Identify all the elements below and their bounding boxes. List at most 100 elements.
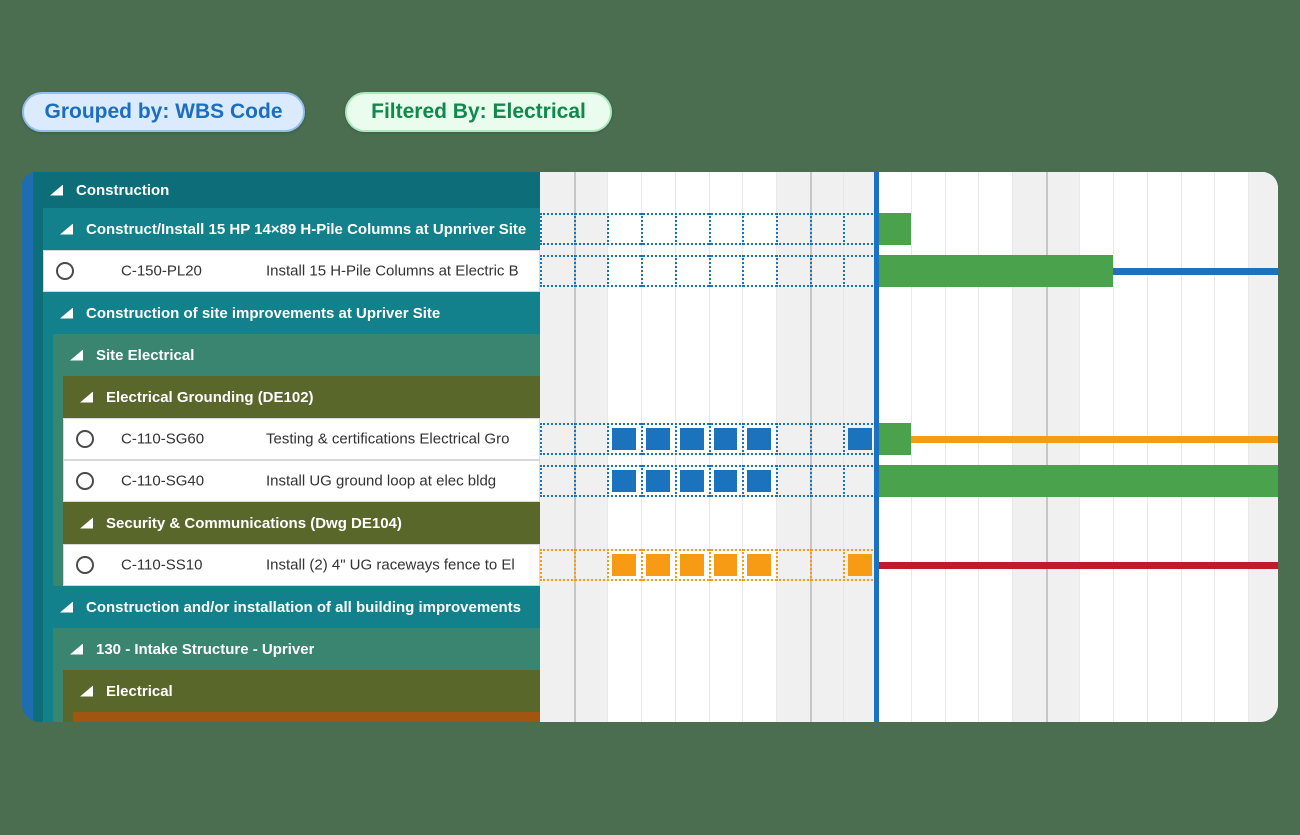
collapse-icon[interactable] xyxy=(80,685,93,697)
wbs-group-row-partial[interactable] xyxy=(73,712,540,722)
collapse-icon[interactable] xyxy=(70,349,83,361)
collapse-icon[interactable] xyxy=(50,184,63,196)
wbs-group-row[interactable]: Site Electrical xyxy=(53,334,540,376)
activity-id: C-110-SG40 xyxy=(121,472,205,490)
wbs-group-label: Construct/Install 15 HP 14×89 H-Pile Col… xyxy=(86,220,527,238)
baseline-cell-divider xyxy=(708,255,711,287)
day-gridline xyxy=(1180,172,1182,722)
activity-status-icon[interactable] xyxy=(56,262,74,280)
wbs-group-label: Security & Communications (Dwg DE104) xyxy=(106,514,402,532)
baseline-cell-divider xyxy=(573,549,576,581)
day-gridline xyxy=(1045,172,1048,722)
baseline-dotted-cells xyxy=(540,255,878,287)
wbs-group-label: Site Electrical xyxy=(96,346,195,364)
wbs-group-color-strip xyxy=(53,376,63,586)
activity-name: Testing & certifications Electrical Gro xyxy=(266,430,510,448)
collapse-icon[interactable] xyxy=(70,643,83,655)
baseline-cell-divider xyxy=(607,465,610,497)
baseline-dotted-cells xyxy=(540,423,878,455)
wbs-group-row[interactable]: Construct/Install 15 HP 14×89 H-Pile Col… xyxy=(43,208,540,250)
wbs-group-color-strip xyxy=(33,208,43,722)
grouped-by-badge-label: Grouped by: WBS Code xyxy=(44,100,283,123)
baseline-cell-divider xyxy=(674,213,677,245)
collapse-icon[interactable] xyxy=(80,517,93,529)
wbs-group-row[interactable]: Security & Communications (Dwg DE104) xyxy=(63,502,540,544)
wbs-group-row[interactable]: Electrical xyxy=(63,670,540,712)
day-gridline xyxy=(978,172,980,722)
wbs-group-label: Electrical Grounding (DE102) xyxy=(106,388,314,406)
activity-name: Install (2) 4" UG raceways fence to El xyxy=(266,556,515,574)
baseline-filled-cell xyxy=(713,554,738,576)
activity-status-icon[interactable] xyxy=(76,556,94,574)
wbs-group-label: Construction xyxy=(76,181,170,199)
wbs-group-color-strip xyxy=(43,334,53,586)
gantt-bar[interactable] xyxy=(877,255,1114,287)
gantt-chart-area[interactable] xyxy=(540,172,1278,722)
grouped-by-badge[interactable]: Grouped by: WBS Code xyxy=(22,92,305,132)
remaining-duration-line[interactable] xyxy=(1113,267,1278,275)
gantt-bar[interactable] xyxy=(877,465,1278,497)
wbs-group-label: Construction of site improvements at Upr… xyxy=(86,304,441,322)
baseline-cell-divider xyxy=(641,213,644,245)
baseline-cell-divider xyxy=(641,465,644,497)
activity-status-icon[interactable] xyxy=(76,472,94,490)
day-gridline xyxy=(1079,172,1081,722)
wbs-group-color-strip xyxy=(63,712,73,722)
baseline-cell-divider xyxy=(843,213,846,245)
wbs-group-row[interactable]: 130 - Intake Structure - Upriver xyxy=(53,628,540,670)
task-row-C-150-PL20[interactable]: C-150-PL20 Install 15 H-Pile Columns at E… xyxy=(43,250,540,292)
baseline-cell-divider xyxy=(843,423,846,455)
baseline-dotted-cells xyxy=(540,465,878,497)
baseline-filled-cell xyxy=(612,554,637,576)
baseline-cell-divider xyxy=(708,213,711,245)
filtered-by-badge-label: Filtered By: Electrical xyxy=(371,100,586,123)
wbs-group-label: 130 - Intake Structure - Upriver xyxy=(96,640,315,658)
day-gridline xyxy=(910,172,912,722)
task-row-C-110-SG40[interactable]: C-110-SG40 Install UG ground loop at elec… xyxy=(63,460,540,502)
baseline-cell-divider xyxy=(674,549,677,581)
day-gridline xyxy=(1113,172,1115,722)
baseline-cell-divider xyxy=(607,255,610,287)
baseline-cell-divider xyxy=(843,255,846,287)
baseline-cell-divider xyxy=(742,549,745,581)
gantt-bar[interactable] xyxy=(877,213,911,245)
remaining-duration-line[interactable] xyxy=(910,435,1278,443)
collapse-icon[interactable] xyxy=(60,307,73,319)
activity-id: C-110-SG60 xyxy=(121,430,205,448)
weekend-shade-column xyxy=(573,172,608,722)
baseline-cell-divider xyxy=(775,255,778,287)
activity-name: Install 15 H-Pile Columns at Electric B xyxy=(266,262,519,280)
baseline-cell-divider xyxy=(843,549,846,581)
weekend-shade-column xyxy=(1247,172,1278,722)
baseline-cell-divider xyxy=(607,423,610,455)
baseline-cell-divider xyxy=(809,255,812,287)
wbs-group-row[interactable]: Construction and/or installation of all … xyxy=(43,586,540,628)
baseline-dotted-cells xyxy=(540,549,878,581)
gantt-bar[interactable] xyxy=(877,423,911,455)
activity-id: C-150-PL20 xyxy=(121,262,202,280)
baseline-filled-cell xyxy=(713,470,738,492)
baseline-dotted-cells xyxy=(540,213,878,245)
task-row-C-110-SG60[interactable]: C-110-SG60 Testing & certifications Elect… xyxy=(63,418,540,460)
project-color-strip xyxy=(22,172,33,722)
baseline-cell-divider xyxy=(708,465,711,497)
wbs-group-row[interactable]: Construction of site improvements at Upr… xyxy=(43,292,540,334)
activity-status-icon[interactable] xyxy=(76,430,94,448)
baseline-cell-divider xyxy=(809,213,812,245)
remaining-duration-line[interactable] xyxy=(877,561,1278,569)
filtered-by-badge[interactable]: Filtered By: Electrical xyxy=(345,92,612,132)
baseline-cell-divider xyxy=(641,255,644,287)
collapse-icon[interactable] xyxy=(60,601,73,613)
baseline-filled-cell xyxy=(646,470,670,492)
wbs-group-label: Electrical xyxy=(106,682,173,700)
wbs-group-row[interactable]: Electrical Grounding (DE102) xyxy=(63,376,540,418)
activity-name: Install UG ground loop at elec bldg xyxy=(266,472,497,490)
baseline-cell-divider xyxy=(573,213,576,245)
weekend-shade-column xyxy=(809,172,844,722)
baseline-filled-cell xyxy=(747,554,771,576)
collapse-icon[interactable] xyxy=(60,223,73,235)
collapse-icon[interactable] xyxy=(80,391,93,403)
day-gridline xyxy=(944,172,946,722)
wbs-group-row[interactable]: Construction xyxy=(33,172,540,208)
